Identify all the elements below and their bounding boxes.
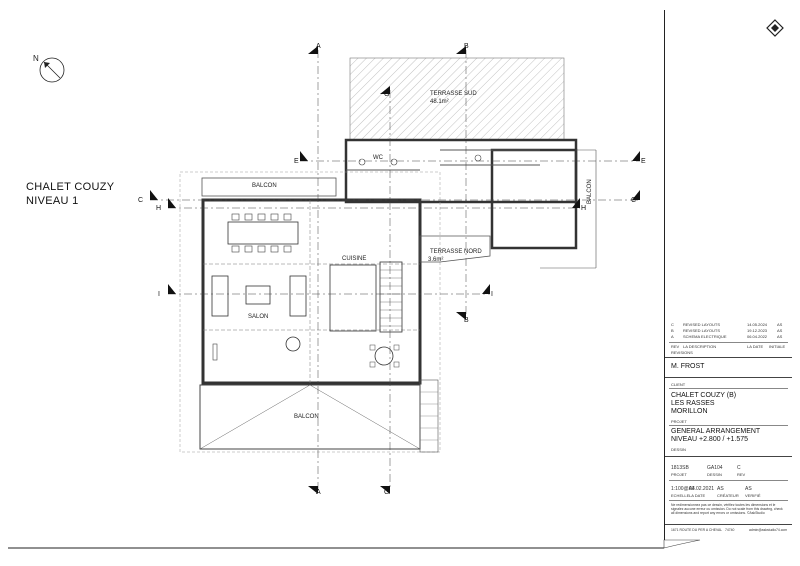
terrasse-nord-label: TERRASSE NORD <box>430 249 482 255</box>
project-line3: MORILLON <box>671 408 708 415</box>
cuisine-label: CUISINE <box>342 256 366 262</box>
section-markers: A A B B C C E E G G H H I <box>138 43 646 496</box>
rev-a-date: 06.04.2022 <box>747 334 768 339</box>
title-line1: GENERAL ARRANGEMENT <box>671 428 761 435</box>
kitchen-island <box>329 264 377 332</box>
section-e-left: E <box>294 158 299 165</box>
section-g-bottom: G <box>384 489 389 496</box>
rev-b-desc: REVISED LAYOUTS <box>683 328 721 333</box>
section-a-top: A <box>316 43 321 50</box>
wc-label: WC <box>373 155 384 161</box>
author-name: M. FROST <box>671 363 705 370</box>
balcon-bottom-label: BALCON <box>294 414 319 420</box>
revision-label: REV <box>737 472 746 477</box>
round-table <box>369 344 400 368</box>
rev-b-code: B <box>671 328 674 333</box>
section-a-bottom: A <box>316 489 321 496</box>
rev-a-desc: SCHEMA ELECTRIQUE <box>683 334 727 339</box>
revisions-label: REVISIONS <box>671 350 693 355</box>
north-arrow: N <box>33 54 65 83</box>
terrasse-nord-area-label: 3.6m² <box>428 257 443 263</box>
balcon-top <box>201 177 337 197</box>
terrasse-sud-area <box>349 57 565 141</box>
note-line2: signalez aucune erreur ou omission. Do n… <box>671 507 783 511</box>
balcon-top-label: BALCON <box>252 183 277 189</box>
rev-c-desc: REVISED LAYOUTS <box>683 322 721 327</box>
drawing-title-line2: NIVEAU 1 <box>26 195 79 207</box>
rev-c-initials: AS <box>777 322 783 327</box>
section-h-left: H <box>156 205 161 212</box>
section-h-right: H <box>581 205 586 212</box>
project-number: 1813SB <box>671 465 689 471</box>
main-block-walls <box>201 198 422 385</box>
rev-b-date: 19.12.2023 <box>747 328 768 333</box>
north-steps <box>419 379 439 453</box>
section-i-right: I <box>491 291 493 298</box>
stairs <box>379 261 403 333</box>
scale-label: ECHELLE <box>671 493 690 498</box>
project-label: PROJET <box>671 419 687 424</box>
section-c-right: C <box>631 197 636 204</box>
dining-table <box>227 213 299 253</box>
note-line3: all dimensions and report any errors or … <box>671 511 765 515</box>
rev-header-initials: INITIALE <box>769 344 786 349</box>
checker-label: VERIFIÉ <box>745 493 761 498</box>
balcon-right-label: BALCON <box>587 179 593 204</box>
outline-dashed <box>179 171 441 453</box>
section-b-top: B <box>464 43 469 50</box>
terrasse-sud-area-label: 48.1m² <box>430 99 449 105</box>
salon-furniture <box>211 275 307 361</box>
checker-value: AS <box>745 486 752 492</box>
project-line2: LES RASSES <box>671 400 715 407</box>
rev-header-desc: LA DESCRIPTION <box>683 344 717 349</box>
revision-code: C <box>737 465 741 471</box>
salon-label: SALON <box>248 314 268 320</box>
section-c-left: C <box>138 197 143 204</box>
date-value: 04.02.2021 <box>689 486 715 492</box>
terrasse-sud-label: TERRASSE SUD <box>430 91 477 97</box>
rev-a-initials: AS <box>777 334 783 339</box>
project-no-label: PROJET <box>671 472 687 477</box>
title-block-corner <box>663 539 701 549</box>
drawing-title: CHALET COUZY NIVEAU 1 <box>26 180 114 208</box>
rev-header-rev: REV <box>671 344 680 349</box>
rev-b-initials: AS <box>777 328 783 333</box>
title-line2: NIVEAU +2.800 / +1.575 <box>671 436 749 443</box>
north-label: N <box>33 54 39 63</box>
section-lines <box>150 50 640 490</box>
drawing-no-label: DESSIN <box>707 472 722 477</box>
drawing-title-line1: CHALET COUZY <box>26 181 115 193</box>
creator-label: CRÉATEUR <box>717 493 739 498</box>
studio-email: admin@askstudio74.com <box>749 528 788 532</box>
rev-header-date: LA DATE <box>747 344 764 349</box>
creator-value: AS <box>717 486 724 492</box>
studio-logo <box>766 19 784 37</box>
studio-address: 1671 ROUTE DU PER A CHEVAL <box>671 528 723 532</box>
title-block: C REVISED LAYOUTS 14.05.2024 AS B REVISE… <box>664 10 792 540</box>
client-label: CLIENT <box>671 382 686 387</box>
note-line1: Ne redimensionnez pas ce dessin, vérifie… <box>671 503 776 507</box>
rev-a-code: A <box>671 334 674 339</box>
dessin-label: DESSIN <box>671 447 686 452</box>
drawing-number: GA104 <box>707 465 723 471</box>
section-g-top: G <box>384 91 389 98</box>
studio-phone: 74740 <box>725 528 735 532</box>
section-i-left: I <box>158 291 160 298</box>
date-label: LA DATE <box>689 493 706 498</box>
section-e-right: E <box>641 158 646 165</box>
rev-c-date: 14.05.2024 <box>747 322 768 327</box>
scale-value: 1:100@A3 <box>671 486 695 492</box>
rev-c-code: C <box>671 322 674 327</box>
section-b-bottom: B <box>464 317 469 324</box>
terrasse-nord-area <box>419 235 491 263</box>
project-line1: CHALET COUZY (B) <box>671 392 737 399</box>
